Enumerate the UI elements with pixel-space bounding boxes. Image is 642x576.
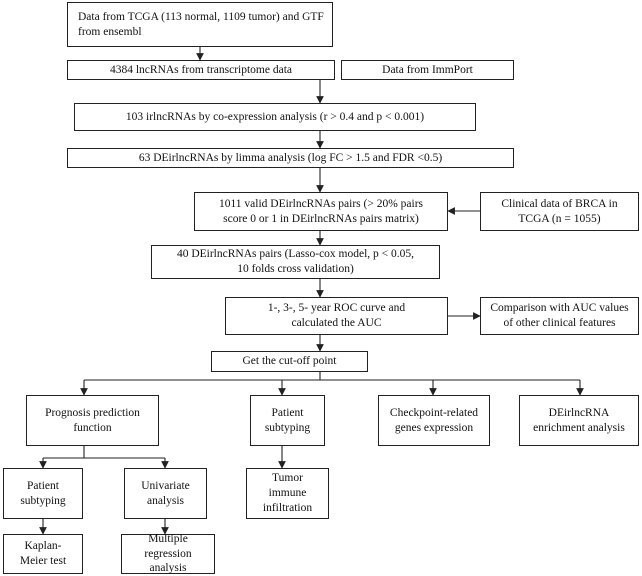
node-cutoff-label: Get the cut-off point (242, 355, 337, 368)
node-clinical: Clinical data of BRCA in TCGA (n = 1055) (480, 192, 639, 231)
node-tumor-immune-label: Tumor immune infiltration (262, 472, 313, 514)
node-comparison: Comparison with AUC values of other clin… (480, 297, 639, 335)
node-tcga: Data from TCGA (113 normal, 1109 tumor) … (67, 2, 333, 47)
node-univariate: Univariate analysis (124, 468, 207, 519)
node-prognosis-label: Prognosis prediction function (45, 406, 140, 434)
node-tcga-label: Data from TCGA (113 normal, 1109 tumor) … (78, 10, 324, 38)
node-pairs-label: 1011 valid DEirlncRNAs pairs (> 20% pair… (218, 197, 424, 225)
node-pairs: 1011 valid DEirlncRNAs pairs (> 20% pair… (194, 192, 448, 231)
node-checkpoint-label: Checkpoint-related genes expression (389, 406, 479, 434)
node-lncrnas-label: 4384 lncRNAs from transcriptome data (109, 63, 293, 76)
node-lasso-label: 40 DEirlncRNAs pairs (Lasso-cox model, p… (176, 248, 415, 275)
node-deirlncrnas: 63 DEirlncRNAs by limma analysis (log FC… (67, 148, 514, 168)
node-immport-label: Data from ImmPort (382, 63, 473, 76)
node-irlncrnas-label: 103 irlncRNAs by co-expression analysis … (125, 110, 425, 123)
node-irlncrnas: 103 irlncRNAs by co-expression analysis … (74, 103, 476, 131)
node-deirlncrnas-label: 63 DEirlncRNAs by limma analysis (log FC… (138, 151, 443, 164)
node-checkpoint: Checkpoint-related genes expression (378, 395, 490, 446)
node-lasso: 40 DEirlncRNAs pairs (Lasso-cox model, p… (151, 245, 440, 279)
node-roc-label: 1-, 3-, 5- year ROC curve and calculated… (267, 302, 406, 329)
node-multiple: Multiple regression analysis (121, 532, 215, 575)
node-kaplan: Kaplan-Meier test (3, 534, 83, 574)
node-patient-subtyping-left-label: Patient subtyping (20, 479, 66, 507)
node-multiple-label: Multiple regression analysis (144, 532, 192, 575)
node-cutoff: Get the cut-off point (211, 351, 368, 372)
node-immport: Data from ImmPort (341, 60, 514, 80)
node-prognosis: Prognosis prediction function (26, 395, 159, 446)
node-tumor-immune: Tumor immune infiltration (246, 468, 329, 519)
node-patient-subtyping-mid-label: Patient subtyping (264, 406, 311, 434)
node-patient-subtyping-left: Patient subtyping (3, 468, 83, 519)
node-roc: 1-, 3-, 5- year ROC curve and calculated… (225, 297, 448, 335)
node-patient-subtyping-mid: Patient subtyping (250, 395, 325, 446)
node-kaplan-label: Kaplan-Meier test (19, 540, 67, 567)
node-lncrnas: 4384 lncRNAs from transcriptome data (67, 60, 335, 80)
node-comparison-label: Comparison with AUC values of other clin… (490, 302, 629, 329)
node-enrichment-label: DEirlncRNA enrichment analysis (533, 406, 625, 434)
node-enrichment: DEirlncRNA enrichment analysis (519, 395, 639, 446)
node-univariate-label: Univariate analysis (141, 479, 190, 507)
node-clinical-label: Clinical data of BRCA in TCGA (n = 1055) (501, 197, 618, 225)
